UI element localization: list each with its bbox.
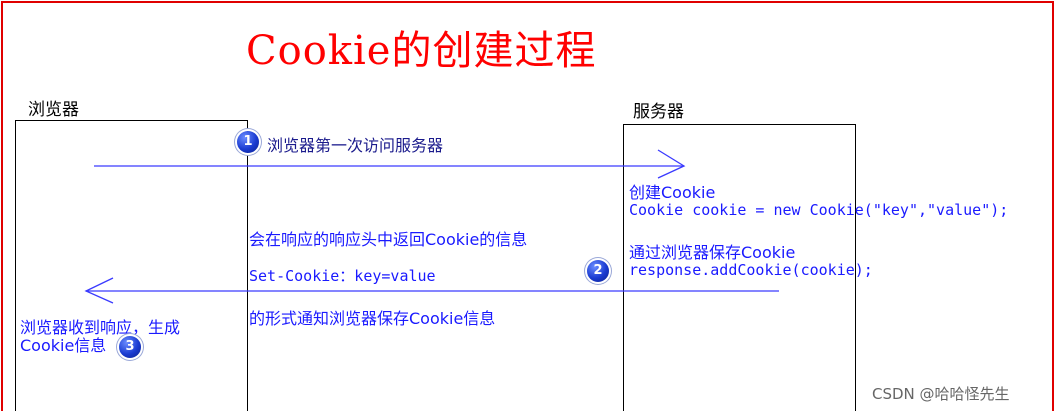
response-note-1: 会在响应的响应头中返回Cookie的信息 (249, 230, 528, 249)
server-action-save: 通过浏览器保存Cookie (629, 243, 796, 262)
server-label: 服务器 (633, 102, 684, 122)
response-arrow (84, 277, 779, 304)
step-1-badge: 1 (237, 131, 259, 153)
step-1-text: 浏览器第一次访问服务器 (267, 136, 444, 155)
server-action-create: 创建Cookie (629, 183, 716, 202)
server-action-code-1: Cookie cookie = new Cookie("key","value"… (629, 201, 1009, 219)
step-3-text-line1: 浏览器收到响应，生成 (20, 318, 181, 337)
watermark: CSDN @哈哈怪先生 (872, 385, 1010, 403)
step-2-badge: 2 (587, 260, 609, 282)
browser-label: 浏览器 (28, 100, 79, 120)
response-note-2: Set-Cookie：key=value (249, 267, 436, 285)
server-box (623, 124, 856, 411)
step-3-badge: 3 (119, 336, 141, 358)
response-note-3: 的形式通知浏览器保存Cookie信息 (249, 309, 496, 328)
browser-box (15, 120, 248, 411)
request-arrow (94, 149, 686, 179)
diagram-title: Cookie的创建过程 (246, 28, 597, 74)
step-3-text-line2: Cookie信息 (20, 336, 107, 355)
server-action-code-2: response.addCookie(cookie); (629, 261, 873, 279)
